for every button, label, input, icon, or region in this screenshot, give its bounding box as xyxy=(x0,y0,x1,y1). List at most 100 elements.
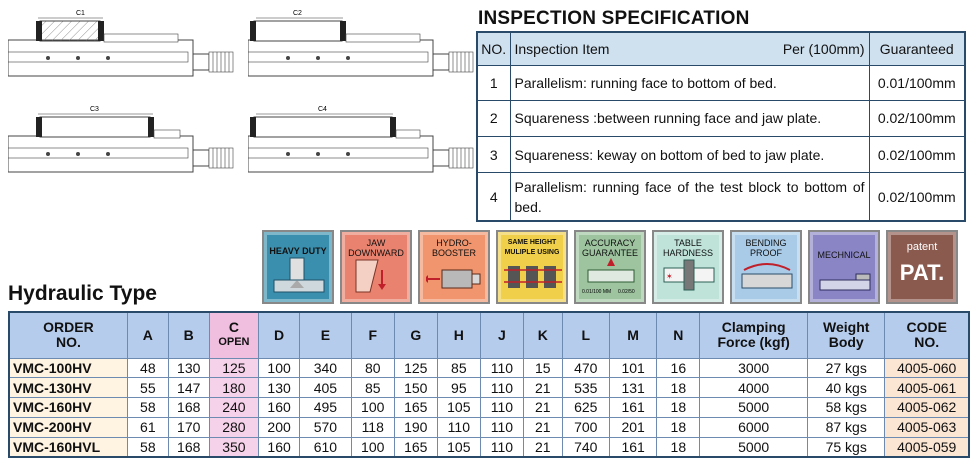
spec-header-line: NO. xyxy=(55,334,81,351)
spec-cell: 350 xyxy=(208,436,260,458)
jaw-downward-icon: JAW DOWNWARD xyxy=(340,230,412,304)
spec-cell: 147 xyxy=(167,377,210,399)
spec-cell: 18 xyxy=(656,416,701,438)
inspection-item: Parallelism: running face of the test bl… xyxy=(509,172,870,222)
hydraulic-type-title: Hydraulic Type xyxy=(8,282,157,305)
spec-cell: 18 xyxy=(656,397,701,418)
spec-header-line: N xyxy=(673,326,684,343)
bending-proof-icon: BENDING PROOF xyxy=(730,230,802,304)
inspection-header-row: NO. Inspection Item Per (100mm) Guarante… xyxy=(476,31,966,66)
spec-cell: 110 xyxy=(436,416,481,438)
spec-cell: 16 xyxy=(656,357,701,379)
inspection-value: 0.02/100mm xyxy=(868,99,966,138)
spec-cell: 405 xyxy=(299,377,352,399)
inspection-header-per: Per (100mm) xyxy=(782,40,865,57)
inspection-no: 1 xyxy=(476,64,511,101)
vise-label: C4 xyxy=(318,106,327,113)
spec-cell: 40 kgs xyxy=(806,377,886,399)
code-no-cell: 4005-063 xyxy=(884,416,970,438)
feature-label: HEAVY DUTY xyxy=(269,246,327,256)
vise-drawing-c2: C2 xyxy=(248,8,478,98)
spec-header-line: K xyxy=(537,326,548,343)
spec-cell: 21 xyxy=(522,377,563,399)
spec-cell: 160 xyxy=(258,436,301,458)
inspection-table: NO. Inspection Item Per (100mm) Guarante… xyxy=(476,31,966,222)
spec-cell: 58 kgs xyxy=(806,397,886,418)
spec-cell: 495 xyxy=(299,397,352,418)
code-no-cell: 4005-062 xyxy=(884,397,970,418)
spec-cell: 3000 xyxy=(699,357,808,379)
inspection-no: 4 xyxy=(476,172,511,222)
spec-cell: 58 xyxy=(126,436,169,458)
spec-header-cell: J xyxy=(479,311,524,359)
feature-label: patent xyxy=(906,241,938,253)
spec-header-line: Force (kgf) xyxy=(717,334,790,351)
spec-cell: 180 xyxy=(208,377,260,399)
feature-label: JAW DOWNWARD xyxy=(348,238,404,258)
inspection-value: 0.02/100mm xyxy=(868,136,966,174)
spec-cell: 131 xyxy=(608,377,658,399)
inspection-row: 2 Squareness :between running face and j… xyxy=(476,99,966,138)
feature-label: HYDRO-BOOSTER xyxy=(431,238,476,258)
inspection-header-item: Inspection Item Per (100mm) xyxy=(509,31,870,66)
spec-cell: 190 xyxy=(393,416,438,438)
spec-header-line: Clamping xyxy=(721,319,786,336)
inspection-header-no: NO. xyxy=(476,31,511,66)
spec-cell: 170 xyxy=(167,416,210,438)
spec-cell: 21 xyxy=(522,436,563,458)
inspection-row: 3 Squareness: keway on bottom of bed to … xyxy=(476,136,966,174)
spec-cell: 5000 xyxy=(699,397,808,418)
spec-cell: 161 xyxy=(608,436,658,458)
spec-cell: 48 xyxy=(126,357,169,379)
spec-cell: 58 xyxy=(126,397,169,418)
spec-cell: 110 xyxy=(479,416,524,438)
spec-cell: 27 kgs xyxy=(806,357,886,379)
spec-cell: 625 xyxy=(561,397,610,418)
vise-label: C3 xyxy=(90,106,99,113)
order-no-cell: VMC-200HV xyxy=(8,416,128,438)
spec-cell: 85 xyxy=(350,377,395,399)
patent-big-text: PAT. xyxy=(899,260,945,285)
hydro-booster-icon: HYDRO-BOOSTER xyxy=(418,230,490,304)
spec-header-line: C xyxy=(228,319,239,336)
spec-cell: 110 xyxy=(479,436,524,458)
spec-cell: 340 xyxy=(299,357,352,379)
feature-label: SAME HEIGHT MULIPLE USING xyxy=(504,239,560,256)
spec-cell: 280 xyxy=(208,416,260,438)
code-no-cell: 4005-061 xyxy=(884,377,970,399)
spec-cell: 570 xyxy=(299,416,352,438)
code-no-cell: 4005-059 xyxy=(884,436,970,458)
spec-header-cell: E xyxy=(299,311,352,359)
inspection-item: Squareness: keway on bottom of bed to ja… xyxy=(509,136,870,174)
spec-cell: 161 xyxy=(608,397,658,418)
spec-header-cell: D xyxy=(258,311,301,359)
inspection-item: Squareness :between running face and jaw… xyxy=(509,99,870,138)
spec-cell: 165 xyxy=(393,436,438,458)
spec-cell: 87 kgs xyxy=(806,416,886,438)
spec-cell: 110 xyxy=(479,377,524,399)
spec-cell: 150 xyxy=(393,377,438,399)
spec-cell: 168 xyxy=(167,436,210,458)
spec-cell: 160 xyxy=(258,397,301,418)
spec-cell: 130 xyxy=(167,357,210,379)
spec-cell: 18 xyxy=(656,377,701,399)
spec-header-line: Body xyxy=(828,334,864,351)
spec-cell: 95 xyxy=(436,377,481,399)
spec-cell: 4000 xyxy=(699,377,808,399)
spec-cell: 15 xyxy=(522,357,563,379)
spec-header-line: A xyxy=(142,326,153,343)
spec-cell: 61 xyxy=(126,416,169,438)
inspection-value: 0.02/100mm xyxy=(868,172,966,222)
vise-drawing-c4: C4 xyxy=(248,104,478,194)
spec-cell: 101 xyxy=(608,357,658,379)
spec-cell: 130 xyxy=(258,377,301,399)
spec-cell: 240 xyxy=(208,397,260,418)
inspection-header-item-label: Inspection Item xyxy=(514,40,610,57)
mechnical-icon: MECHNICAL xyxy=(808,230,880,304)
spec-header-cell: H xyxy=(436,311,481,359)
